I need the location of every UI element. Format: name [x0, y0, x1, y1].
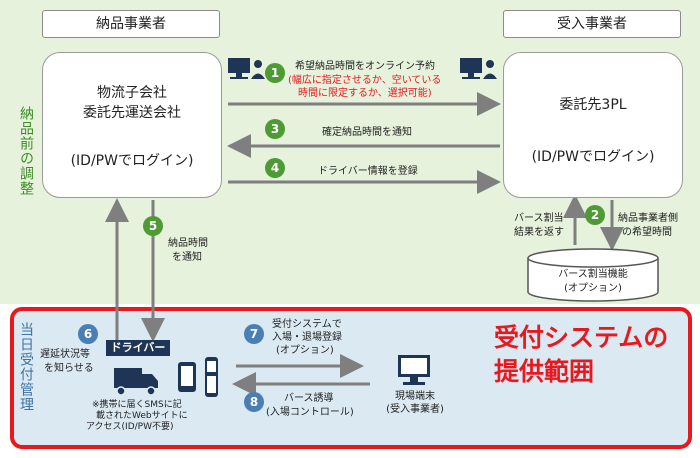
step4-badge: 4 [265, 158, 285, 178]
step5-label1: 納品時間 [168, 238, 208, 249]
receiver-header: 受入事業者 [503, 10, 681, 38]
scope-title-line2: 提供範囲 [494, 357, 595, 386]
berth-database-cylinder [527, 248, 659, 302]
scope-title-line1: 受付システムの [494, 323, 669, 352]
step6-badge: 6 [78, 324, 98, 344]
step3-badge: 3 [265, 119, 285, 139]
berth-db-line1: バース割当機能 [558, 269, 628, 280]
step1-note2: 時間に限定するか、選択可能) [298, 88, 432, 99]
step2-label2: の希望時間 [622, 227, 672, 238]
receiver-box: 委託先3PL (ID/PWでログイン) [503, 52, 683, 198]
supplier-line2: 委託先運送会社 [83, 105, 181, 121]
step1-badge: 1 [265, 63, 285, 83]
step6-label1: 遅延状況等 [40, 349, 90, 360]
supplier-header: 納品事業者 [42, 10, 220, 38]
berth-db-line2: (オプション) [564, 283, 622, 294]
pre-adjust-section-label: 納品前の調整 [18, 106, 34, 196]
step7-label2: 入場・退場登録 [272, 332, 342, 343]
driver-note3: アクセス(ID/PW不要) [86, 422, 174, 432]
berth-result-label2: 結果を返す [514, 227, 564, 238]
driver-tag: ドライバー [106, 340, 170, 356]
supplier-box: 物流子会社 委託先運送会社 (ID/PWでログイン) [42, 52, 222, 198]
step8-label1: バース誘導 [284, 393, 334, 404]
terminal-monitor-icon [398, 355, 430, 385]
day-of-section-label: 当日受付管理 [18, 322, 34, 412]
step5-badge: 5 [143, 216, 163, 236]
step1-label: 希望納品時間をオンライン予約 [295, 61, 435, 72]
terminal-line2: (受入事業者) [386, 404, 444, 415]
step2-label1: 納品事業者側 [618, 213, 678, 224]
step8-label2: (入場コントロール) [266, 407, 354, 418]
step7-badge: 7 [244, 324, 264, 344]
step4-label: ドライバー情報を登録 [318, 166, 418, 177]
pc-person-icon-right [460, 58, 497, 79]
pc-person-icon-left [228, 58, 265, 79]
supplier-login-note: (ID/PWでログイン) [70, 153, 194, 169]
step8-badge: 8 [244, 392, 264, 412]
step6-label2: を知らせる [44, 363, 94, 374]
berth-result-label1: バース割当 [514, 213, 564, 224]
step1-note1: (幅広に指定させるか、空いている [288, 75, 442, 86]
terminal-line1: 現場端末 [395, 391, 435, 402]
truck-icon [114, 368, 158, 396]
step3-label: 確定納品時間を通知 [322, 127, 412, 138]
step7-label3: (オプション) [276, 345, 334, 356]
receiver-line1: 委託先3PL [559, 97, 627, 113]
step5-label2: を通知 [172, 252, 202, 263]
supplier-line1: 物流子会社 [97, 85, 167, 101]
smartphone-icon [178, 362, 196, 392]
step7-label1: 受付システムで [272, 319, 342, 330]
step2-badge: 2 [585, 205, 605, 225]
flip-phone-icon [205, 357, 218, 397]
driver-note2: 載されたWebサイトに [96, 411, 188, 421]
driver-note1: ※携帯に届くSMSに記 [92, 400, 182, 410]
receiver-login-note: (ID/PWでログイン) [531, 149, 655, 165]
